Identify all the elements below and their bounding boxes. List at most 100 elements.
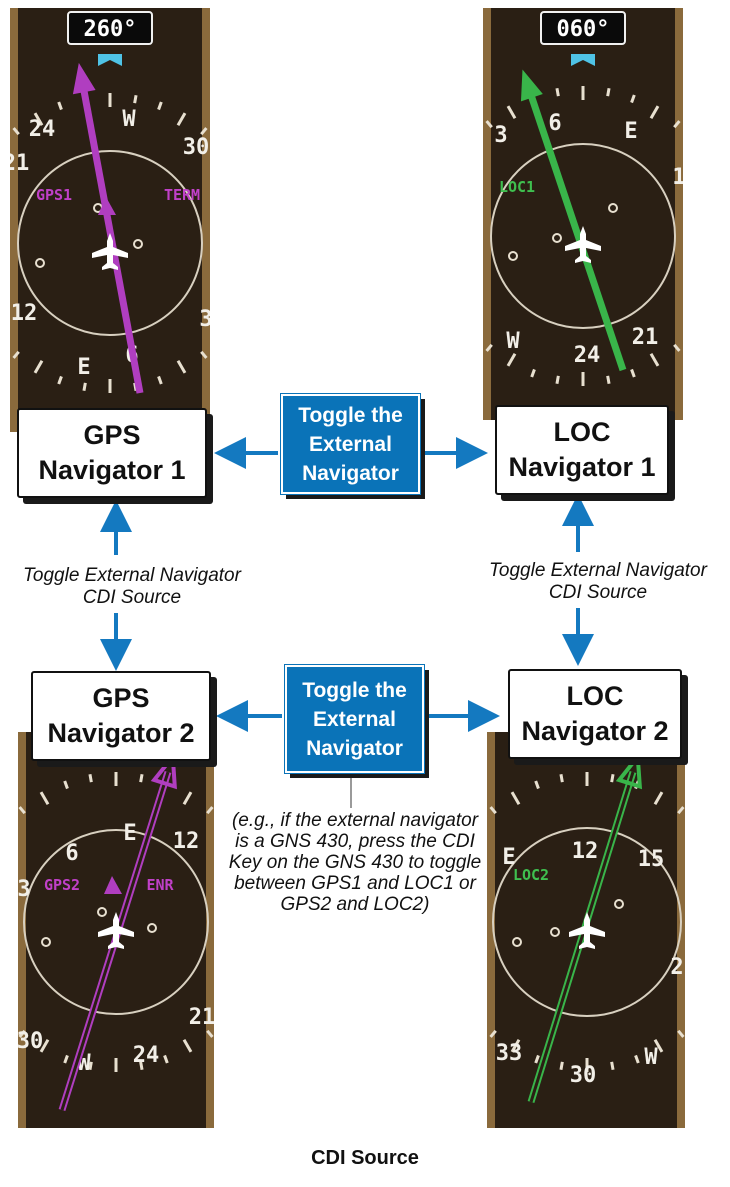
heading-readout: 060° [557, 17, 610, 42]
rose-tick [510, 1039, 521, 1053]
aircraft-shape [98, 912, 134, 949]
rose-tick [12, 350, 20, 359]
deviation-dot [608, 203, 618, 213]
deviation-dot [508, 251, 518, 261]
cdi-source-label: GPS2 [44, 876, 80, 894]
course-arrow-head [615, 751, 643, 790]
rose-tick [139, 774, 144, 783]
heading-readout-box [67, 11, 153, 45]
to-from-indicator [104, 876, 122, 894]
aircraft-symbol [92, 233, 128, 270]
left-cdi-source-label: Toggle External Navigator CDI Source [23, 565, 241, 608]
rose-tick [163, 1054, 169, 1064]
deviation-dot [41, 937, 51, 947]
compass-label: W [506, 329, 520, 354]
compass-label: E [624, 119, 637, 144]
compass-label: E [77, 355, 90, 380]
aircraft-shape [569, 912, 605, 949]
rose-tick [200, 350, 208, 359]
compass-label: E [123, 821, 136, 846]
compass-rose-ticks [12, 93, 208, 393]
rose-tick [12, 127, 20, 136]
compass-label: 6 [65, 841, 78, 866]
compass-label: 12 [11, 301, 38, 326]
aircraft-symbol [569, 912, 605, 949]
deviation-dot [147, 923, 157, 933]
rose-tick [18, 806, 26, 815]
rose-tick [33, 112, 44, 126]
rose-tick [157, 101, 163, 111]
compass-label: 30 [570, 1063, 597, 1088]
rose-tick [649, 353, 660, 367]
rose-tick [57, 101, 63, 111]
course-needle [524, 84, 627, 372]
course-arrow-head [150, 751, 177, 790]
cdi-source-caption: CDI Source [311, 1147, 419, 1169]
flight-phase-label: TERM [164, 186, 200, 204]
compass-label: 30 [18, 1029, 43, 1054]
compass-label: 24 [133, 1043, 160, 1068]
compass-rose-ticks [485, 86, 681, 386]
cdi-source-label: LOC2 [513, 866, 549, 884]
compass-face [491, 8, 675, 420]
rose-tick [534, 1054, 540, 1064]
rose-tick [206, 1029, 214, 1038]
rose-tick [88, 1061, 93, 1070]
right-cdi-source-label: Toggle External Navigator CDI Source [489, 560, 707, 603]
inner-course-circle [490, 143, 676, 329]
rose-tick [673, 120, 681, 129]
rose-tick [176, 360, 187, 374]
rose-tick [630, 94, 636, 104]
rose-tick [510, 791, 521, 805]
rose-tick [673, 343, 681, 352]
rose-tick [530, 368, 536, 378]
compass-label: 33 [496, 1041, 523, 1066]
compass-label: W [122, 107, 136, 132]
rose-tick [653, 791, 664, 805]
inner-course-circle [23, 829, 209, 1015]
heading-readout: 260° [84, 17, 137, 42]
rose-tick [606, 375, 611, 384]
compass-label: 3 [494, 123, 507, 148]
rose-tick [39, 791, 50, 805]
rose-tick [485, 120, 493, 129]
hsi-panel-gps1: 24W302112E63GPS1TERM260° [10, 8, 210, 432]
compass-label: 12 [572, 839, 599, 864]
compass-label: 6 [548, 111, 561, 136]
compass-label: 12 [173, 829, 200, 854]
rose-tick [206, 806, 214, 815]
rose-tick [18, 1029, 26, 1038]
flight-phase-label: ENR [146, 876, 174, 894]
course-arrow-head [520, 69, 543, 102]
rose-tick [534, 780, 540, 790]
rose-tick [677, 1029, 685, 1038]
course-needle-core [529, 771, 635, 1103]
compass-label: 15 [638, 847, 665, 872]
external-navigator-note: (e.g., if the external navigator is a GN… [228, 810, 482, 915]
rose-tick [610, 774, 615, 783]
cdi-source-label: LOC1 [499, 178, 535, 196]
rose-tick [57, 375, 63, 385]
rose-tick [555, 88, 560, 97]
rose-tick [653, 1039, 664, 1053]
rose-tick [63, 1054, 69, 1064]
rose-tick [649, 105, 660, 119]
toggle-external-navigator-bottom: Toggle the External Navigator [285, 665, 424, 773]
deviation-dot [550, 927, 560, 937]
rose-tick [489, 1029, 497, 1038]
rose-tick [559, 1061, 564, 1070]
loc-navigator-1-box: LOC Navigator 1 [495, 405, 669, 495]
rose-tick [506, 353, 517, 367]
deviation-dot [512, 937, 522, 947]
deviation-dot [614, 899, 624, 909]
compass-label: W [644, 1045, 658, 1070]
rose-tick [606, 88, 611, 97]
cdi-source-label: GPS1 [36, 186, 72, 204]
toggle-external-navigator-top: Toggle the External Navigator [281, 394, 420, 494]
aircraft-symbol [98, 912, 134, 949]
rose-tick [485, 343, 493, 352]
heading-readout-box [540, 11, 626, 45]
